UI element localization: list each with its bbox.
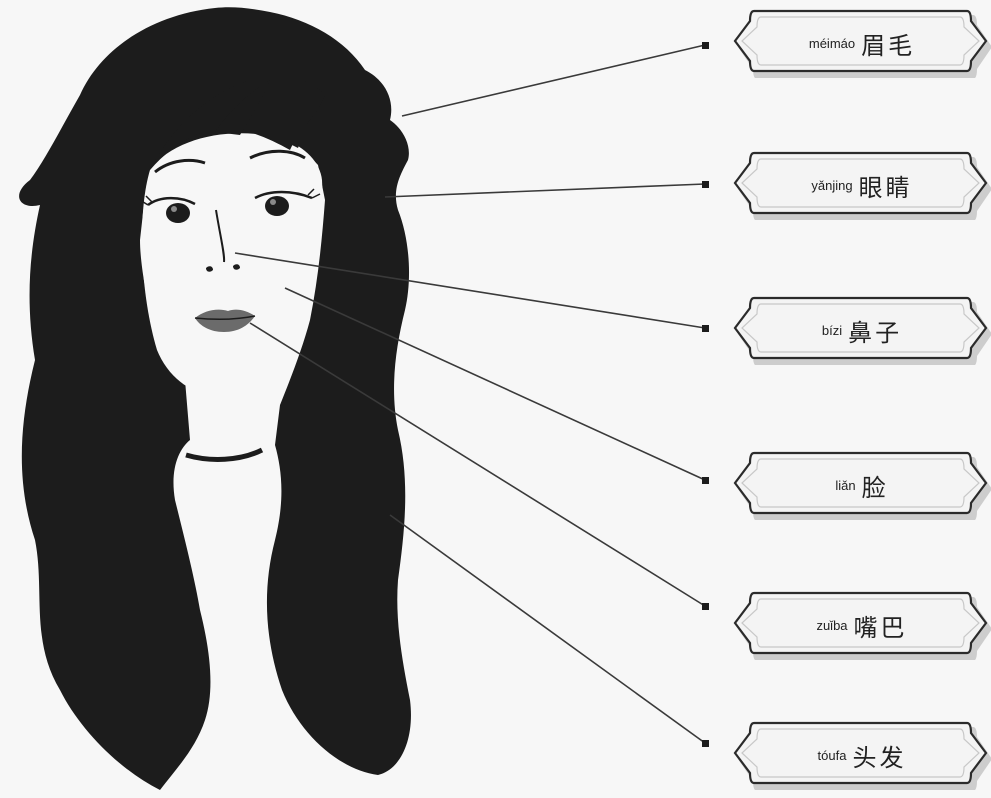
mouth-connector-line (250, 323, 705, 606)
nose-connector-line (235, 253, 705, 328)
label-box-hair: tóufa 头发 (732, 720, 991, 790)
hair-connector-line (390, 515, 705, 743)
pinyin-mouth: zuǐba (816, 618, 847, 633)
label-text-eyebrow: méimáo 眉毛 (732, 8, 991, 78)
face-connector-end (702, 477, 709, 484)
label-box-mouth: zuǐba 嘴巴 (732, 590, 991, 660)
label-box-eye: yǎnjing 眼睛 (732, 150, 991, 220)
label-text-hair: tóufa 头发 (732, 720, 991, 790)
eye-connector-line (385, 184, 705, 197)
hanzi-nose: 鼻子 (848, 313, 902, 348)
label-text-face: liǎn 脸 (732, 450, 991, 520)
eyebrow-connector-line (402, 45, 705, 116)
pinyin-eyebrow: méimáo (809, 36, 855, 51)
pinyin-eye: yǎnjing (811, 178, 852, 193)
eye-connector-end (702, 181, 709, 188)
pinyin-hair: tóufa (818, 748, 847, 763)
hanzi-eye: 眼睛 (859, 168, 913, 203)
label-text-nose: bízi 鼻子 (732, 295, 991, 365)
label-box-nose: bízi 鼻子 (732, 295, 991, 365)
pinyin-nose: bízi (822, 323, 842, 338)
label-text-mouth: zuǐba 嘴巴 (732, 590, 991, 660)
pinyin-face: liǎn (835, 478, 855, 493)
hanzi-face: 脸 (862, 468, 889, 503)
hanzi-eyebrow: 眉毛 (861, 26, 915, 61)
nose-connector-end (702, 325, 709, 332)
mouth-connector-end (702, 603, 709, 610)
label-box-face: liǎn 脸 (732, 450, 991, 520)
label-box-eyebrow: méimáo 眉毛 (732, 8, 991, 78)
hanzi-hair: 头发 (852, 738, 906, 773)
hanzi-mouth: 嘴巴 (854, 608, 908, 643)
label-text-eye: yǎnjing 眼睛 (732, 150, 991, 220)
hair-connector-end (702, 740, 709, 747)
eyebrow-connector-end (702, 42, 709, 49)
